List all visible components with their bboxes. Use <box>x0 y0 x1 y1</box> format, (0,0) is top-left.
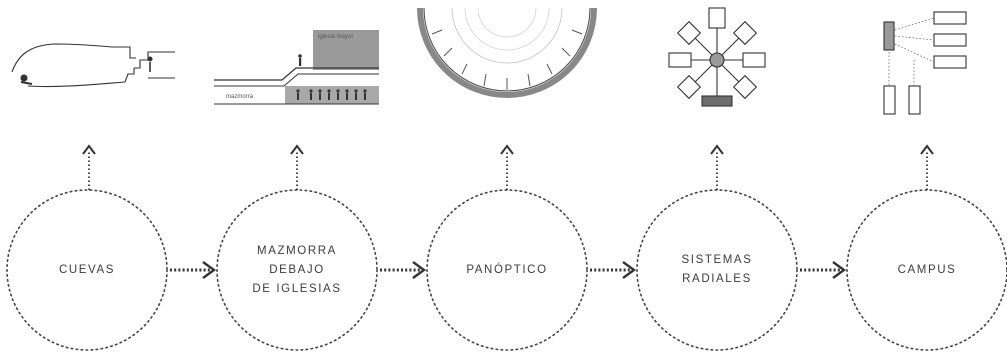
sketch-mazmorra: iglesia mayor mazmorra <box>214 30 379 105</box>
stage-label-panoptico: PANÓPTICO <box>466 264 548 276</box>
stage-label-radiales: SISTEMAS RADIALES <box>681 254 753 285</box>
label-iglesia: iglesia mayor <box>318 34 353 40</box>
stage-label-mazmorra: MAZMORRA DEBAJO DE IGLESIAS <box>252 245 342 295</box>
stage-circle-cuevas <box>6 189 168 351</box>
sketch-radiales <box>668 7 766 107</box>
arrowhead-1 <box>202 261 217 279</box>
sketch-panoptico <box>417 7 597 98</box>
arrowhead-2 <box>412 261 427 279</box>
arrowhead-4 <box>832 261 847 279</box>
arrowhead-3 <box>622 261 637 279</box>
label-mazmorra: mazmorra <box>226 94 254 100</box>
stage-label-cuevas: CUEVAS <box>58 264 116 276</box>
stage-label-campus: CAMPUS <box>897 264 957 276</box>
sketch-cueva <box>11 43 175 88</box>
sketch-campus <box>883 11 967 115</box>
